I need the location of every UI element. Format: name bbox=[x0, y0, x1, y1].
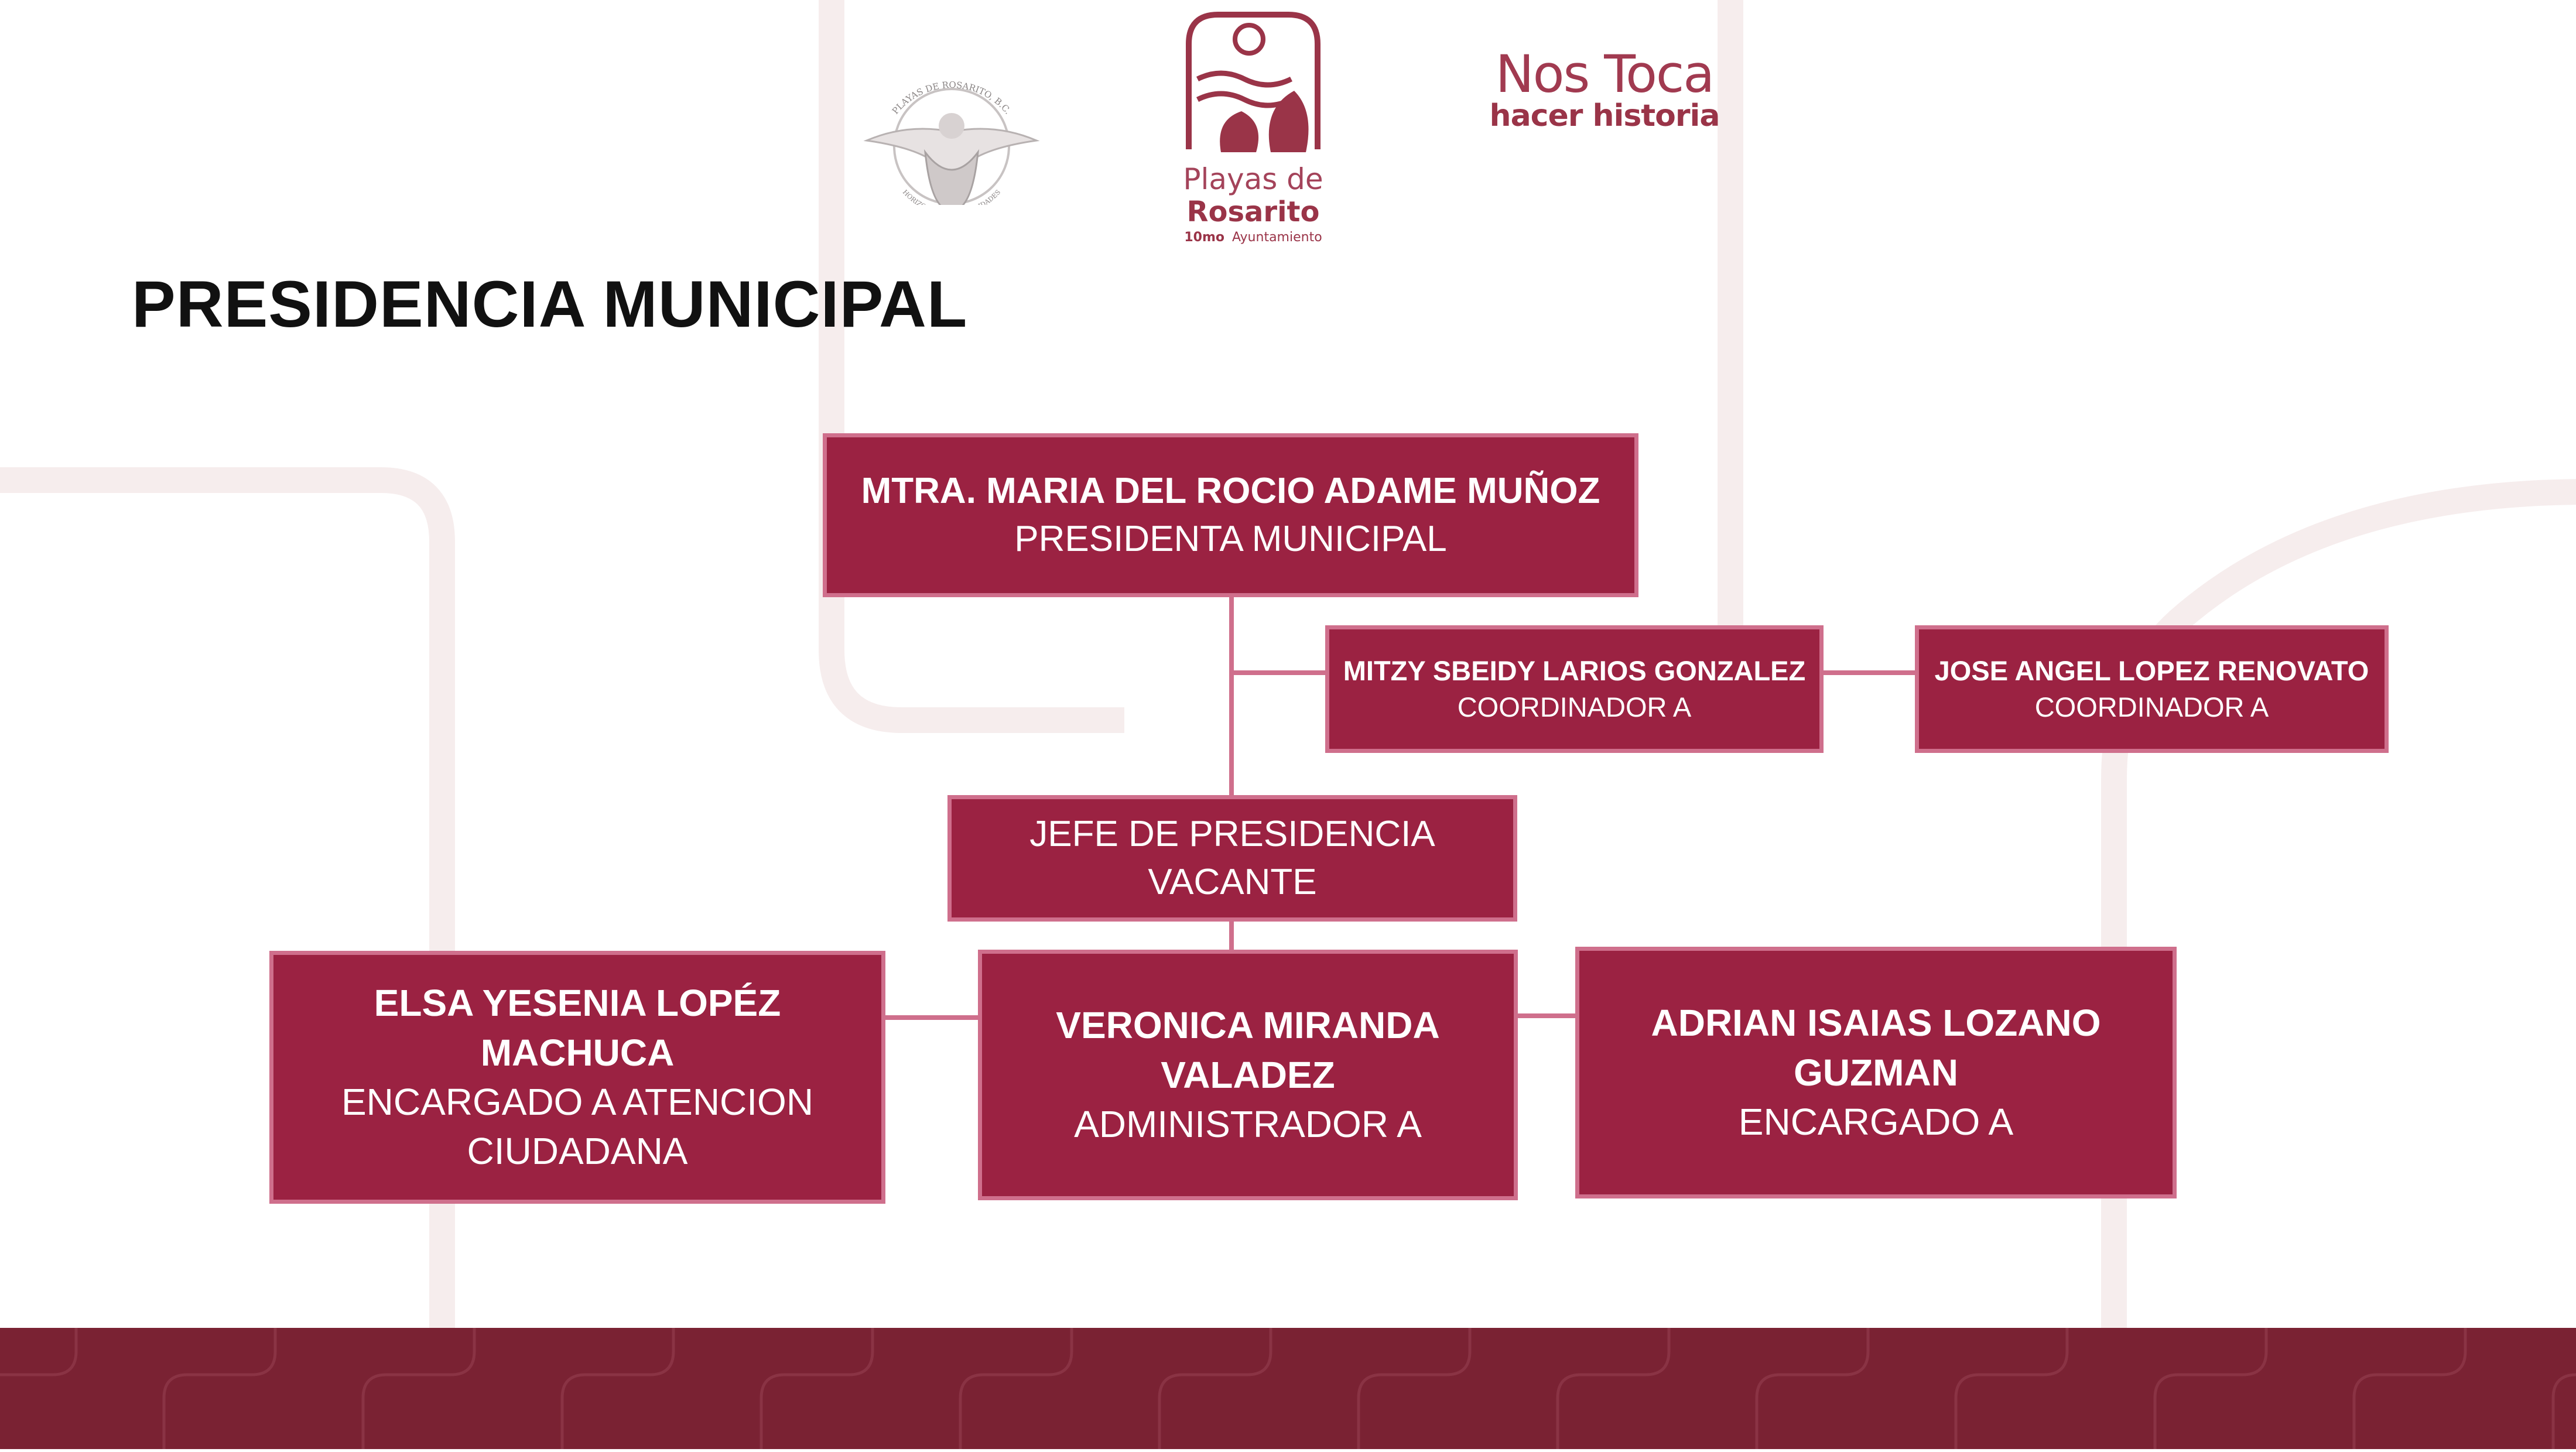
footer-band bbox=[0, 1325, 2576, 1449]
org-node-title: JEFE DE PRESIDENCIA bbox=[1029, 814, 1435, 855]
svg-text:PLAYAS DE ROSARITO, B.C.: PLAYAS DE ROSARITO, B.C. bbox=[890, 80, 1013, 117]
svg-text:10mo Ayuntamiento: 10mo Ayuntamiento bbox=[1184, 230, 1322, 245]
nos-toca-logo: Nos Toca hacer historia bbox=[1470, 44, 1739, 146]
connector-root-to-coordinator bbox=[1229, 670, 1329, 675]
logo-text-ayuntamiento: Ayuntamiento bbox=[1232, 230, 1322, 245]
connector-root-to-chief bbox=[1229, 596, 1234, 798]
org-node-name: MITZY SBEIDY LARIOS GONZALEZ bbox=[1343, 655, 1806, 686]
org-node-role: ENCARGADO A ATENCION CIUDADANA bbox=[341, 1081, 814, 1173]
org-node-role: PRESIDENTA MUNICIPAL bbox=[1014, 519, 1447, 559]
org-node-name: ELSA YESENIA LOPÉZ MACHUCA bbox=[374, 982, 781, 1074]
org-node-role: COORDINADOR A bbox=[2034, 691, 2269, 722]
connector-staff-right bbox=[1516, 1013, 1579, 1018]
org-node-role: COORDINADOR A bbox=[1457, 691, 1692, 722]
org-node-jefe-de-presidencia: JEFE DE PRESIDENCIA VACANTE bbox=[947, 795, 1517, 922]
seal-top-text: PLAYAS DE ROSARITO, B.C. bbox=[890, 80, 1013, 117]
org-node-coordinator: JOSE ANGEL LOPEZ RENOVATO COORDINADOR A bbox=[1915, 625, 2389, 753]
connector-chief-to-staff bbox=[1229, 920, 1234, 953]
org-node-role: ADMINISTRADOR A bbox=[1074, 1103, 1422, 1146]
org-node-name: ADRIAN ISAIAS LOZANO GUZMAN bbox=[1651, 1002, 2101, 1094]
page-title: PRESIDENCIA MUNICIPAL bbox=[132, 268, 968, 341]
org-node-status: VACANTE bbox=[1148, 862, 1317, 902]
org-node-name: JOSE ANGEL LOPEZ RENOVATO bbox=[1934, 655, 2369, 686]
rosarito-emblem-icon bbox=[1186, 12, 1321, 152]
org-node-presidenta: MTRA. MARIA DEL ROCIO ADAME MUÑOZ PRESID… bbox=[823, 433, 1638, 597]
municipal-seal-icon: PLAYAS DE ROSARITO, B.C. HORIZONTE DE PO… bbox=[863, 80, 1040, 217]
logo-text-nos-toca: Nos Toca bbox=[1496, 47, 1713, 104]
org-node-staff: ELSA YESENIA LOPÉZ MACHUCA ENCARGADO A A… bbox=[269, 951, 885, 1204]
org-node-role: ENCARGADO A bbox=[1738, 1101, 2014, 1143]
org-node-coordinator: MITZY SBEIDY LARIOS GONZALEZ COORDINADOR… bbox=[1325, 625, 1824, 753]
org-node-staff: VERONICA MIRANDA VALADEZ ADMINISTRADOR A bbox=[978, 950, 1518, 1200]
logo-text-10mo: 10mo bbox=[1184, 230, 1224, 245]
logo-text-rosarito: Rosarito bbox=[1187, 196, 1320, 228]
footer-pattern bbox=[0, 1325, 2576, 1449]
org-node-name: MTRA. MARIA DEL ROCIO ADAME MUÑOZ bbox=[861, 471, 1600, 512]
municipal-seal-logo: PLAYAS DE ROSARITO, B.C. HORIZONTE DE PO… bbox=[855, 70, 1048, 217]
connector-staff-left bbox=[883, 1015, 980, 1020]
logo-text-playas: Playas de bbox=[1183, 162, 1323, 196]
org-node-name: VERONICA MIRANDA VALADEZ bbox=[1056, 1004, 1440, 1096]
org-node-staff: ADRIAN ISAIAS LOZANO GUZMAN ENCARGADO A bbox=[1575, 947, 2177, 1198]
logo-text-hacer-historia: hacer historia bbox=[1490, 98, 1720, 133]
playas-de-rosarito-logo: Playas de Rosarito 10mo Ayuntamiento bbox=[1162, 3, 1344, 249]
connector-coordinator-to-coordinator bbox=[1821, 670, 1918, 675]
